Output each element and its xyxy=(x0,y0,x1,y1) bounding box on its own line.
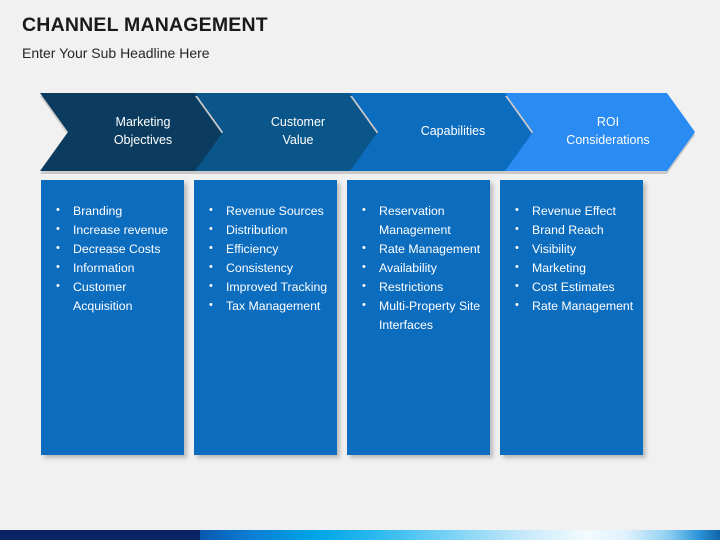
page-subtitle: Enter Your Sub Headline Here xyxy=(22,45,210,62)
bullet-item: Reservation Management xyxy=(355,202,484,240)
bullet-list-2: Revenue SourcesDistributionEfficiencyCon… xyxy=(202,202,331,316)
content-panel-2: Revenue SourcesDistributionEfficiencyCon… xyxy=(194,180,337,455)
bullet-item: Decrease Costs xyxy=(49,240,178,259)
chevron-stage-2[interactable]: Customer Value xyxy=(195,93,385,171)
bullet-item: Rate Management xyxy=(508,297,637,316)
bullet-item: Marketing xyxy=(508,259,637,278)
content-panel-row: BrandingIncrease revenueDecrease CostsIn… xyxy=(41,180,686,458)
bullet-item: Visibility xyxy=(508,240,637,259)
content-panel-4: Revenue EffectBrand ReachVisibilityMarke… xyxy=(500,180,643,455)
bullet-item: Information xyxy=(49,259,178,278)
slide-header: CHANNEL MANAGEMENT Enter Your Sub Headli… xyxy=(22,14,682,62)
chevron-stage-3[interactable]: Capabilities xyxy=(350,93,540,171)
bullet-item: Revenue Sources xyxy=(202,202,331,221)
bullet-item: Cost Estimates xyxy=(508,278,637,297)
bottom-bar-navy-segment xyxy=(0,530,200,540)
bullet-item: Multi-Property Site Interfaces xyxy=(355,297,484,335)
bullet-item: Customer Acquisition xyxy=(49,278,178,316)
bullet-item: Availability xyxy=(355,259,484,278)
bullet-item: Revenue Effect xyxy=(508,202,637,221)
bullet-list-4: Revenue EffectBrand ReachVisibilityMarke… xyxy=(508,202,637,316)
bullet-list-1: BrandingIncrease revenueDecrease CostsIn… xyxy=(49,202,178,316)
chevron-stage-4-label: ROI Considerations xyxy=(566,115,650,147)
process-chevron-row: Marketing Objectives Customer Value Capa… xyxy=(40,93,685,171)
bullet-item: Improved Tracking xyxy=(202,278,331,297)
bullet-item: Increase revenue xyxy=(49,221,178,240)
chevron-stage-4[interactable]: ROI Considerations xyxy=(505,93,695,171)
bullet-item: Rate Management xyxy=(355,240,484,259)
chevron-stage-1[interactable]: Marketing Objectives xyxy=(40,93,230,171)
bullet-item: Distribution xyxy=(202,221,331,240)
content-panel-1: BrandingIncrease revenueDecrease CostsIn… xyxy=(41,180,184,455)
bullet-list-3: Reservation ManagementRate ManagementAva… xyxy=(355,202,484,335)
bottom-bar-gradient-segment xyxy=(200,530,720,540)
page-title: CHANNEL MANAGEMENT xyxy=(22,14,268,36)
chevron-stage-3-label: Capabilities xyxy=(420,124,486,139)
content-panel-3: Reservation ManagementRate ManagementAva… xyxy=(347,180,490,455)
bullet-item: Efficiency xyxy=(202,240,331,259)
bullet-item: Restrictions xyxy=(355,278,484,297)
bullet-item: Brand Reach xyxy=(508,221,637,240)
bullet-item: Consistency xyxy=(202,259,331,278)
bullet-item: Tax Management xyxy=(202,297,331,316)
chevron-stage-2-label: Customer Value xyxy=(270,115,326,147)
bottom-gradient-bar xyxy=(0,530,720,540)
chevron-stage-1-label: Marketing Objectives xyxy=(113,115,173,147)
bullet-item: Branding xyxy=(49,202,178,221)
